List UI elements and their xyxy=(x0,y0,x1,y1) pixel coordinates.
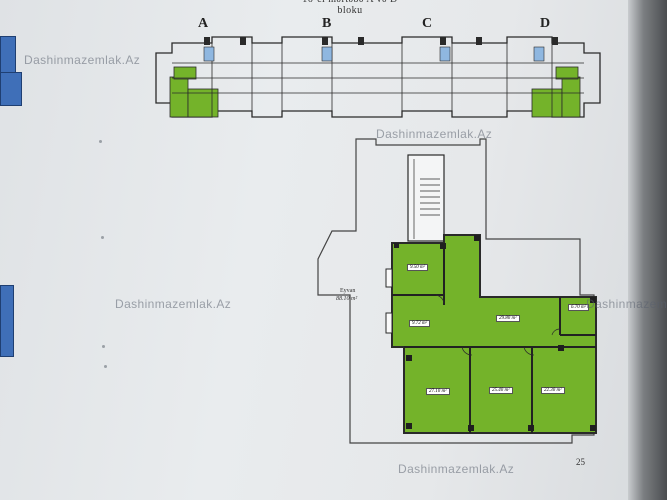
watermark: Dashinmazemlak.Az xyxy=(586,297,667,311)
binder-hole xyxy=(99,140,102,143)
hall-area: 88.10 m² xyxy=(336,296,358,302)
block-label-c: C xyxy=(422,16,433,31)
page-edge-shadow xyxy=(628,0,667,500)
floor-overview-plan xyxy=(155,36,601,118)
page-heading: 16-cı mərtəbə A və D bloku xyxy=(302,0,397,16)
watermark: Dashinmazemlak.Az xyxy=(376,127,493,141)
room-area-label: 29.80 m² xyxy=(496,315,520,322)
brochure-page: 16-cı mərtəbə A və D bloku A B C D xyxy=(0,0,640,500)
watermark: Dashinmazemlak.Az xyxy=(24,53,141,67)
binder-hole xyxy=(102,345,105,348)
block-label-a: A xyxy=(198,16,209,31)
block-a-green xyxy=(169,66,219,118)
page-number: 25 xyxy=(576,457,585,467)
block-d-green xyxy=(531,66,581,118)
room-area-label: 27.10 m² xyxy=(426,388,450,395)
block-label-b: B xyxy=(322,16,332,31)
apartment-floor-plan xyxy=(317,138,597,444)
room-area-label: 9.72 m² xyxy=(409,320,431,327)
watermark: Dashinmazemlak.Az xyxy=(398,462,515,476)
stair-shaft xyxy=(407,154,445,242)
binder-hole xyxy=(104,365,107,368)
binder-hole xyxy=(101,236,104,239)
left-plan-fragment-top-2 xyxy=(0,72,22,106)
stair-cores xyxy=(203,46,545,62)
room-area-label: 25.40 m² xyxy=(489,387,513,394)
hall-label: Eyvan xyxy=(340,288,356,294)
left-plan-fragment-bottom xyxy=(0,285,14,357)
room-area-label: 22.30 m² xyxy=(541,387,565,394)
room-area-label: 9.50 m² xyxy=(407,264,429,271)
block-label-d: D xyxy=(540,16,551,31)
room-area-label: 6.70 m² xyxy=(568,304,590,311)
watermark: Dashinmazemlak.Az xyxy=(115,297,232,311)
